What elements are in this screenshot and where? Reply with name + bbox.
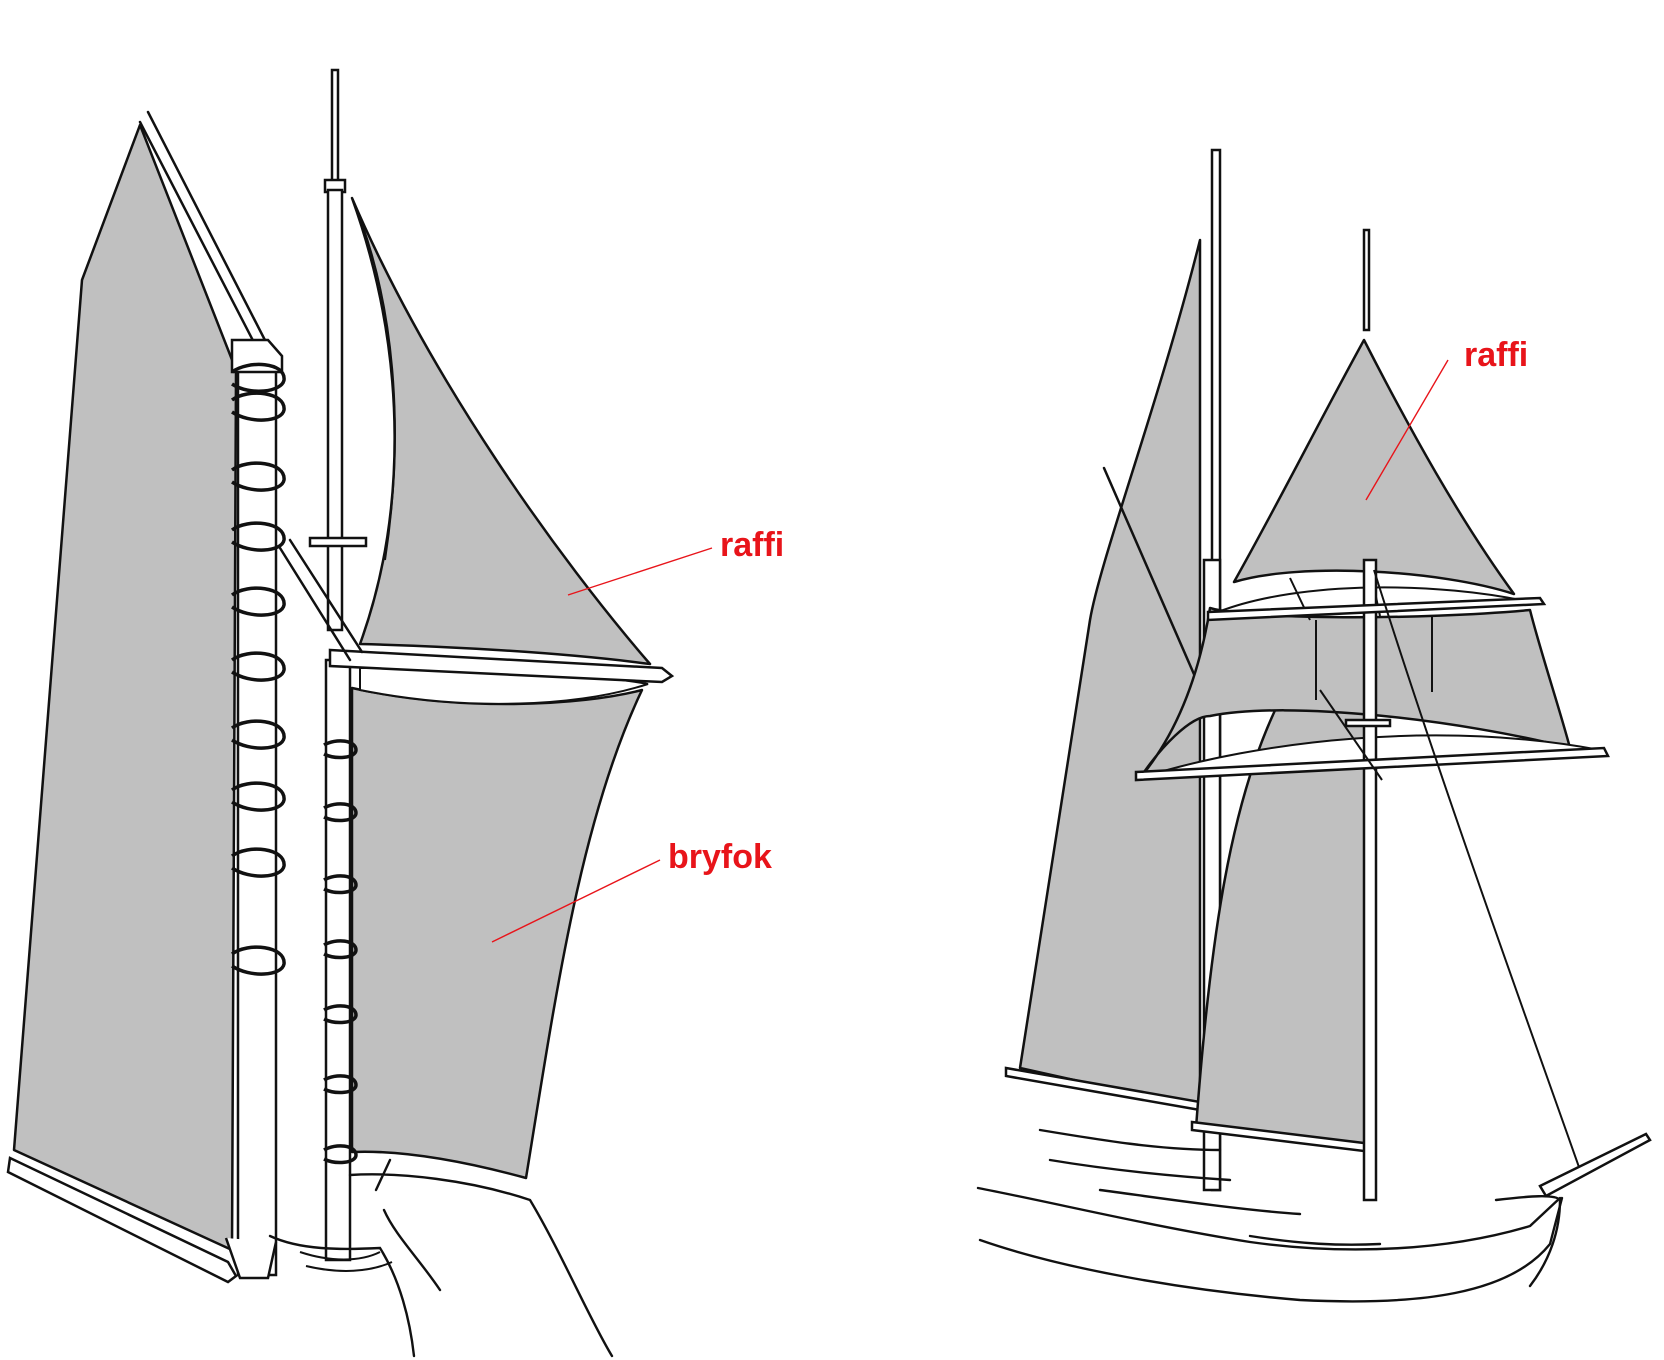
left-fore-yard [328, 648, 675, 684]
right-raffi-leader [1365, 359, 1449, 501]
right-fore-mast [1362, 558, 1378, 1202]
right-sail-divisions [1289, 577, 1433, 700]
left-main-mast [236, 353, 278, 1277]
right-stay-diagonal [1319, 689, 1383, 781]
left-deck-sketch [268, 1158, 614, 1358]
left-raffi-curve [351, 197, 396, 561]
left-raffi-leader [567, 547, 713, 596]
right-main-gaff [1102, 466, 1202, 690]
left-bryfok-sail [350, 686, 644, 1180]
left-crosstree [308, 536, 368, 548]
left-fore-hoops [323, 739, 358, 1165]
right-forestay [1373, 569, 1581, 1171]
left-gaff-jaw [278, 538, 364, 662]
right-schooner-drawing [976, 148, 1652, 1303]
left-fore-topmast [330, 68, 340, 187]
right-bryfok-sail [1138, 606, 1572, 780]
left-mast-bottom [224, 1237, 278, 1280]
right-bowsprit [1538, 1132, 1652, 1198]
left-fore-mast-upper [326, 188, 344, 632]
left-rope-flake [299, 1251, 393, 1272]
left-boom [6, 1156, 238, 1284]
right-raffi-label: raffi [1464, 336, 1528, 374]
right-fore-crosstree [1344, 718, 1392, 728]
left-mainsail [12, 123, 238, 1252]
left-closeup-drawing [6, 68, 713, 1358]
left-gaff [138, 110, 272, 360]
left-bryfok-label: bryfok [668, 838, 772, 876]
left-raffi-label: raffi [720, 526, 784, 564]
left-bryfok-leader [491, 859, 661, 943]
right-mainsail [1018, 238, 1202, 1110]
right-hull-sketch [976, 1128, 1564, 1303]
right-fore-topmast [1362, 228, 1371, 332]
right-upper-yard [1206, 596, 1547, 622]
right-hull-bow [1494, 1195, 1562, 1288]
right-raffi-sail [1232, 338, 1516, 596]
left-mast-hoops [230, 362, 286, 976]
left-raffi-sail [350, 196, 652, 666]
left-fore-mast-lower [324, 658, 352, 1262]
